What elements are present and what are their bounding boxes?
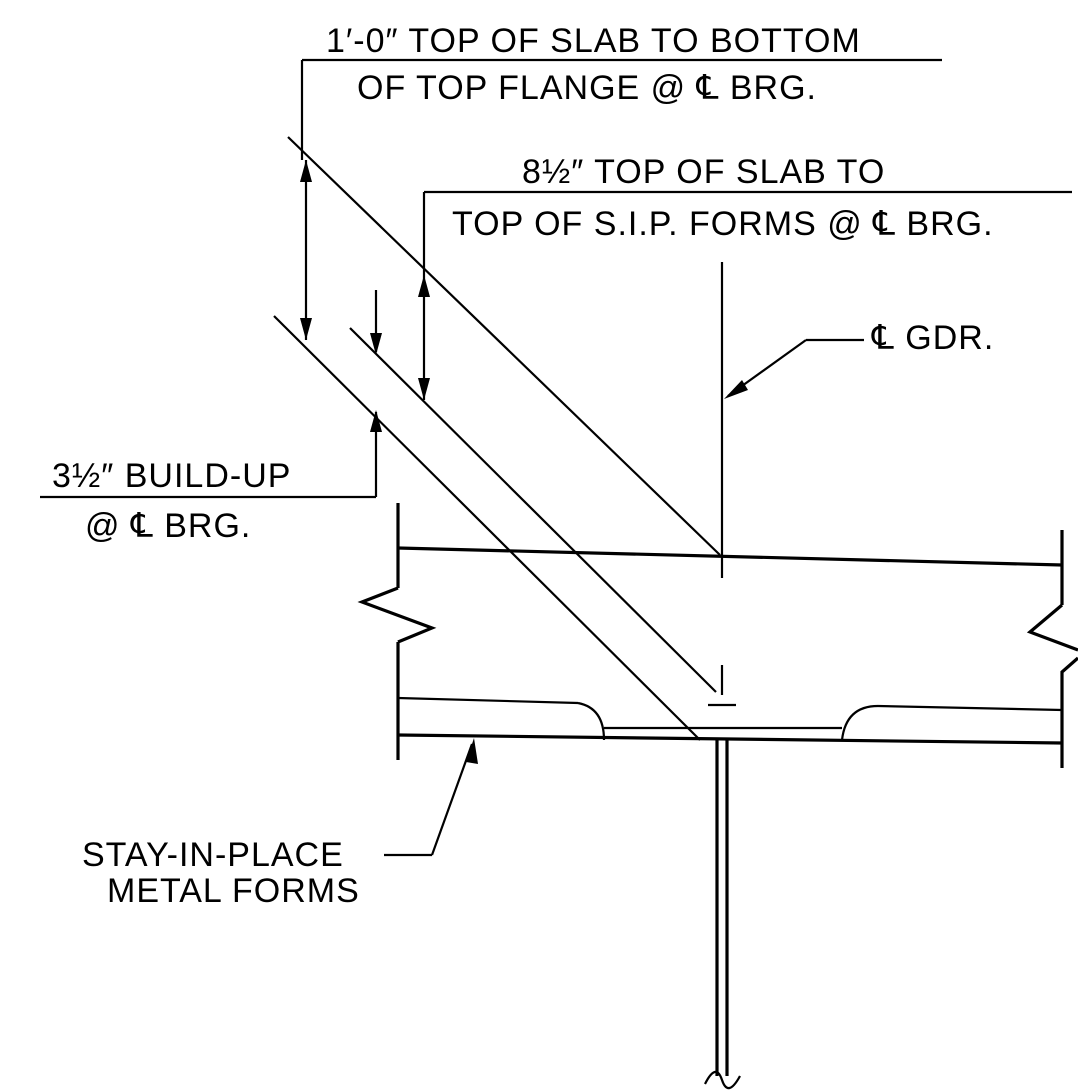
skew-line-flange-bottom xyxy=(273,315,701,741)
label-gdr: ℄ GDR. xyxy=(871,319,994,357)
sip-form-right-corrugation xyxy=(840,704,879,741)
slab-top-line xyxy=(397,546,1063,567)
gdr-leader-arrow xyxy=(724,380,748,399)
dim-8half-arrow-bottom xyxy=(418,378,430,400)
sip-form-top-right xyxy=(877,704,1063,712)
dim-8half-arrow-top xyxy=(418,275,430,297)
label-1ft-line1: 1′-0″ TOP OF SLAB TO BOTTOM xyxy=(326,22,861,60)
label-buildup-line2: @ ℄ BRG. xyxy=(85,507,251,545)
slab-right-break-lower xyxy=(1060,656,1078,768)
label-8half-line1: 8½″ TOP OF SLAB TO xyxy=(522,153,885,191)
sip-form-left-corrugation xyxy=(577,701,606,741)
sip-form-top-left xyxy=(397,696,579,705)
sip-leader-diagonal xyxy=(430,743,474,856)
girder-web-break xyxy=(704,1070,741,1090)
label-8half-line2: TOP OF S.I.P. FORMS @ ℄ BRG. xyxy=(452,205,994,243)
dim-buildup-arrow-top xyxy=(370,333,382,355)
skew-line-sip-form xyxy=(349,327,717,693)
label-sip-line1: STAY-IN-PLACE xyxy=(82,836,344,874)
slab-bottom-line xyxy=(397,733,1063,745)
label-1ft-line2: OF TOP FLANGE @ ℄ BRG. xyxy=(357,69,817,107)
dim-buildup-arrow-bottom xyxy=(370,410,382,432)
slab-left-break-zigzag xyxy=(357,586,437,644)
label-sip-line2: METAL FORMS xyxy=(107,872,360,910)
dim-1ft-arrow-top xyxy=(300,160,312,182)
label-buildup-line1: 3½″ BUILD-UP xyxy=(52,457,291,495)
sip-leader-arrow xyxy=(466,738,478,764)
skew-line-top-of-slab xyxy=(287,136,721,556)
slab-right-break-zigzag xyxy=(1026,603,1078,652)
dim-1ft-arrow-bottom xyxy=(300,318,312,340)
